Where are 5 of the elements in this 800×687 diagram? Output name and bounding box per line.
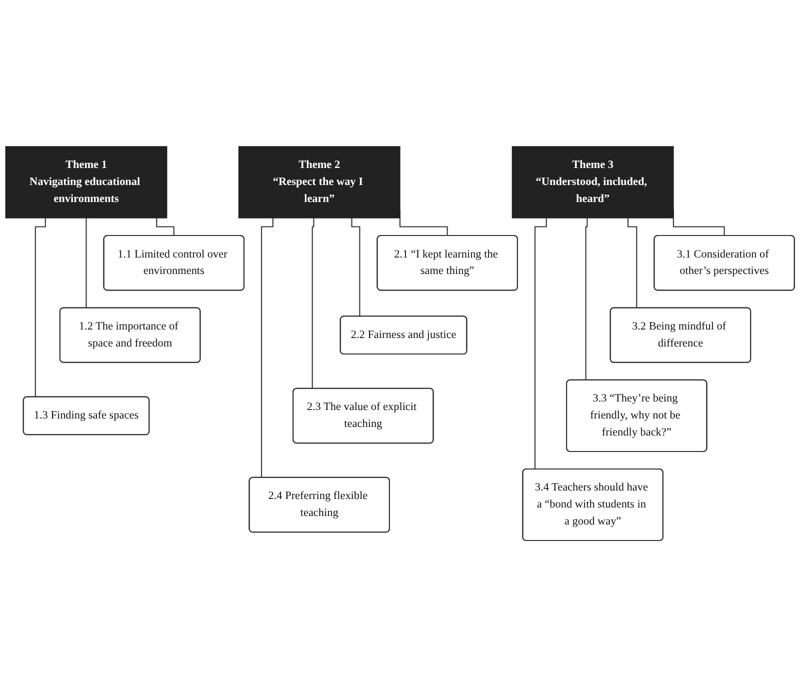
connector bbox=[156, 218, 175, 236]
node-box: Theme 1 Navigating educational environments bbox=[5, 146, 168, 218]
node-box: Theme 2 “Respect the way I learn” bbox=[238, 146, 400, 218]
connector bbox=[534, 218, 547, 470]
node-box: Theme 3 “Understood, included, heard” bbox=[512, 146, 674, 218]
